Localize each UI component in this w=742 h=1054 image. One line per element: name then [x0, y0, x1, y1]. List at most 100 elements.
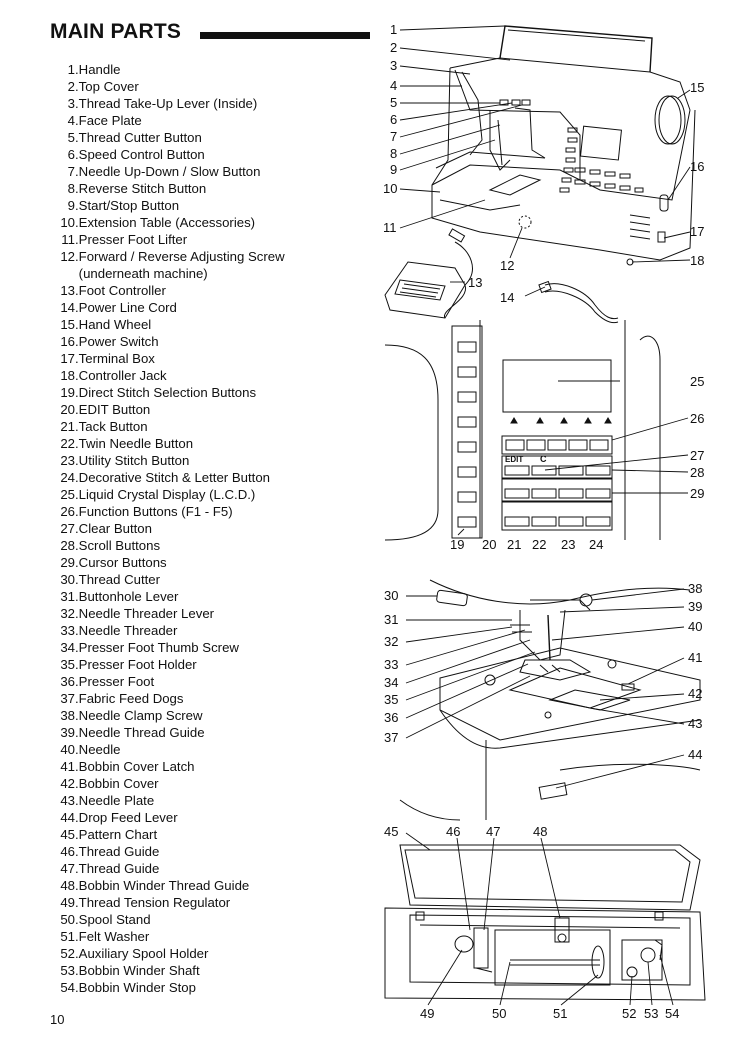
part-number: 2 — [67, 79, 75, 94]
callout-11: 11 — [383, 220, 397, 235]
page-title: MAIN PARTS — [50, 20, 182, 43]
part-number-dot: . — [75, 181, 79, 196]
part-number-dot: . — [75, 283, 79, 298]
part-number-dot: . — [75, 929, 79, 944]
part-name: Felt Washer — [78, 929, 150, 944]
part-name: Needle Thread Guide — [78, 725, 205, 740]
part-number-dot: . — [75, 623, 79, 638]
callout-35: 35 — [384, 692, 398, 707]
part-item: 34.Presser Foot Thumb Screw — [52, 639, 382, 656]
part-number-dot: . — [75, 113, 79, 128]
part-name: Forward / Reverse Adjusting Screw (under… — [78, 249, 285, 281]
part-item: 50.Spool Stand — [52, 911, 382, 928]
part-name: Bobbin Winder Thread Guide — [78, 878, 250, 893]
part-item: 24.Decorative Stitch & Letter Button — [52, 469, 382, 486]
callout-46: 46 — [446, 824, 460, 839]
title-rule — [200, 32, 370, 39]
part-name: Buttonhole Lever — [78, 589, 179, 604]
part-item: 16.Power Switch — [52, 333, 382, 350]
part-number: 43 — [60, 793, 75, 808]
part-name: Top Cover — [78, 79, 139, 94]
part-number-dot: . — [75, 725, 79, 740]
callout-7: 7 — [390, 129, 397, 144]
part-name: Speed Control Button — [78, 147, 205, 162]
callout-30: 30 — [384, 588, 398, 603]
part-number: 48 — [60, 878, 75, 893]
part-number-dot: . — [75, 419, 79, 434]
part-number: 4 — [67, 113, 75, 128]
part-item: 43.Needle Plate — [52, 792, 382, 809]
part-number-dot: . — [75, 402, 79, 417]
part-item: 37.Fabric Feed Dogs — [52, 690, 382, 707]
callout-1: 1 — [390, 22, 397, 37]
part-item: 47.Thread Guide — [52, 860, 382, 877]
part-number: 53 — [60, 963, 75, 978]
part-item: 13.Foot Controller — [52, 282, 382, 299]
part-number-dot: . — [75, 657, 79, 672]
part-number: 7 — [67, 164, 75, 179]
callout-29: 29 — [690, 486, 704, 501]
callout-26: 26 — [690, 411, 704, 426]
part-name: Thread Cutter Button — [78, 130, 202, 145]
part-name: Needle Threader — [78, 623, 178, 638]
part-name: Needle Plate — [78, 793, 155, 808]
part-name: Clear Button — [78, 521, 152, 536]
part-name: Twin Needle Button — [78, 436, 194, 451]
part-name: Needle Threader Lever — [78, 606, 215, 621]
part-item: 45.Pattern Chart — [52, 826, 382, 843]
callout-32: 32 — [384, 634, 398, 649]
part-number: 46 — [60, 844, 75, 859]
part-number: 36 — [60, 674, 75, 689]
part-item: 6.Speed Control Button — [52, 146, 382, 163]
part-item: 11.Presser Foot Lifter — [52, 231, 382, 248]
callout-52: 52 — [622, 1006, 636, 1021]
callout-54: 54 — [665, 1006, 679, 1021]
part-name: Bobbin Winder Shaft — [78, 963, 200, 978]
part-number: 21 — [60, 419, 75, 434]
clear-label: C — [540, 454, 547, 464]
part-item: 48.Bobbin Winder Thread Guide — [52, 877, 382, 894]
part-name: EDIT Button — [78, 402, 151, 417]
part-number: 8 — [67, 181, 75, 196]
part-name: Tack Button — [78, 419, 148, 434]
part-name: Fabric Feed Dogs — [78, 691, 184, 706]
part-item: 26.Function Buttons (F1 - F5) — [52, 503, 382, 520]
callout-28: 28 — [690, 465, 704, 480]
part-name: Presser Foot Thumb Screw — [78, 640, 239, 655]
callout-16: 16 — [690, 159, 704, 174]
callout-53: 53 — [644, 1006, 658, 1021]
part-number: 6 — [67, 147, 75, 162]
callout-40: 40 — [688, 619, 702, 634]
callout-37: 37 — [384, 730, 398, 745]
callout-17: 17 — [690, 224, 704, 239]
callout-47: 47 — [486, 824, 500, 839]
part-number: 19 — [60, 385, 75, 400]
sewing-machine-illustration — [384, 25, 696, 324]
callout-6: 6 — [390, 112, 397, 127]
part-number-dot: . — [75, 79, 79, 94]
part-number: 23 — [60, 453, 75, 468]
part-item: 10.Extension Table (Accessories) — [52, 214, 382, 231]
callout-27: 27 — [690, 448, 704, 463]
part-number-dot: . — [75, 878, 79, 893]
part-name: Bobbin Cover Latch — [78, 759, 195, 774]
part-number-dot: . — [75, 198, 79, 213]
part-item: 20.EDIT Button — [52, 401, 382, 418]
callout-15: 15 — [690, 80, 704, 95]
part-item: 44.Drop Feed Lever — [52, 809, 382, 826]
part-number: 9 — [67, 198, 75, 213]
part-number-dot: . — [75, 963, 79, 978]
part-number: 44 — [60, 810, 75, 825]
part-item: 18.Controller Jack — [52, 367, 382, 384]
part-number-dot: . — [75, 164, 79, 179]
part-number-dot: . — [75, 385, 79, 400]
part-number: 1 — [67, 62, 75, 77]
callout-5: 5 — [390, 95, 397, 110]
callout-44: 44 — [688, 747, 702, 762]
part-name: Hand Wheel — [78, 317, 152, 332]
part-item: 22.Twin Needle Button — [52, 435, 382, 452]
part-number-dot: . — [75, 453, 79, 468]
part-name: Extension Table (Accessories) — [78, 215, 256, 230]
part-item: 32.Needle Threader Lever — [52, 605, 382, 622]
callout-42: 42 — [688, 686, 702, 701]
